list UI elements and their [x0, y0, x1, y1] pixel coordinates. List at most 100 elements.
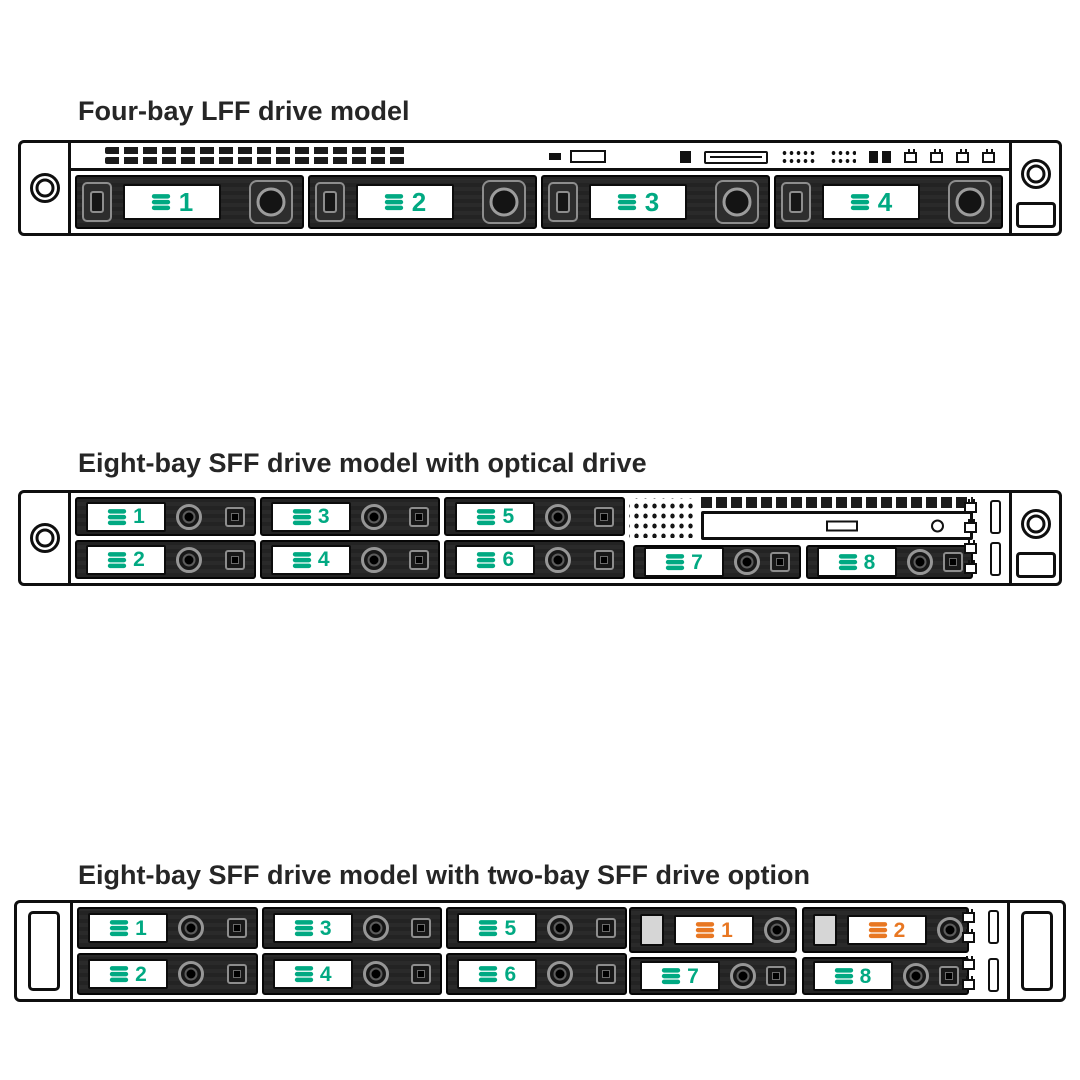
drive-release-button [596, 964, 616, 984]
drive-label-plate: 4 [270, 544, 351, 575]
optical-drive-zone [629, 497, 973, 541]
drive-release-button [411, 918, 432, 938]
drive-latch-icon [764, 917, 790, 943]
thumbscrew-icon [29, 173, 60, 203]
sff-drive-bay-2: 2 [77, 953, 258, 995]
sff-drive-bay-4: 4 [261, 953, 443, 995]
sff-drive-bay-2: 2 [75, 540, 256, 579]
drive-blank-cap [640, 914, 664, 946]
drive-number: 4 [877, 187, 893, 217]
drive-release-button [594, 506, 614, 527]
sff-drive-bay-6: 6 [444, 540, 625, 579]
drive-latch-icon [936, 917, 963, 943]
drive-label-plate: 2 [846, 915, 927, 945]
drive-release-button [942, 552, 963, 572]
disk-stack-icon [834, 968, 853, 985]
optical-drive [701, 511, 973, 540]
usb-port-icon [904, 148, 917, 163]
drive-number: 1 [135, 916, 147, 940]
disk-stack-icon [384, 194, 403, 211]
indicator-icon [549, 153, 561, 160]
drive-number: 4 [317, 548, 330, 571]
sff-drive-bay-7: 7 [633, 545, 801, 579]
drive-number: 6 [502, 548, 515, 571]
usb-port-icon [956, 148, 969, 163]
connector-icon [990, 500, 1001, 534]
vent-grid [105, 147, 405, 165]
server-front-lff: 1 2 3 4 [18, 140, 1062, 236]
sff-drive-bay-2: 2 [801, 907, 969, 953]
drive-latch-icon [902, 963, 929, 989]
drive-latch-icon [547, 915, 574, 941]
right-rack-ear [1007, 903, 1063, 999]
serial-pull-tab [1016, 552, 1056, 578]
drive-label-plate: 1 [86, 501, 166, 532]
drive-number: 2 [133, 548, 145, 571]
left-bezel-ear [21, 143, 71, 233]
drive-release-button [594, 549, 614, 570]
drive-handle [82, 182, 112, 222]
label-dot-pad [629, 498, 693, 538]
drive-latch-icon [176, 546, 202, 573]
drive-label-plate: 1 [674, 915, 754, 945]
sff-drive-bay-1: 1 [75, 497, 256, 536]
lff-drive-bay-1: 1 [75, 175, 304, 229]
drive-release-button [224, 549, 245, 570]
drive-number: 1 [721, 918, 733, 942]
drive-label-plate: 2 [86, 544, 166, 575]
disk-stack-icon [838, 554, 857, 571]
drive-latch-icon [545, 503, 572, 530]
drive-number: 1 [133, 505, 145, 528]
drive-release-button [226, 918, 247, 938]
disk-stack-icon [294, 920, 313, 937]
drive-number: 3 [319, 916, 332, 940]
disk-stack-icon [294, 966, 313, 983]
vent-row [105, 147, 405, 154]
lff-drive-bay-3: 3 [541, 175, 770, 229]
lff-drive-bay-2: 2 [308, 175, 537, 229]
lcd-indicator-icon [570, 150, 606, 163]
drive-release-button [596, 918, 616, 938]
drive-label-plate: 8 [812, 961, 893, 991]
drive-number: 8 [859, 964, 872, 988]
drive-number: 7 [687, 964, 699, 988]
drive-label-plate: 2 [356, 184, 454, 220]
drive-latch-icon [482, 180, 526, 224]
drive-label-plate: 4 [272, 959, 353, 989]
drive-release-button [409, 506, 430, 527]
disk-stack-icon [292, 508, 311, 525]
disk-stack-icon [151, 194, 170, 211]
usb-port-icon [964, 540, 977, 554]
sff-drive-bay-3: 3 [261, 907, 443, 949]
vent-row [701, 497, 973, 508]
serial-pull-tab [1016, 202, 1056, 228]
sff-drive-bay-5: 5 [444, 497, 625, 536]
connector-icon [988, 958, 999, 992]
section-title-sff-two-bay: Eight-bay SFF drive model with two-bay S… [78, 860, 811, 890]
section-title-lff: Four-bay LFF drive model [78, 96, 410, 126]
sff-drive-grid: 1 3 5 2 4 6 [75, 497, 625, 579]
drive-number: 1 [178, 187, 194, 217]
left-rack-ear [17, 903, 73, 999]
drive-label-plate: 7 [640, 961, 720, 991]
drive-handle [315, 182, 345, 222]
usb-port-icon [964, 499, 977, 513]
thumbscrew-icon [1020, 508, 1051, 539]
drive-release-button [766, 966, 786, 986]
drive-number: 3 [317, 505, 330, 528]
drive-number: 2 [135, 962, 147, 986]
rack-ear-handle [27, 911, 60, 991]
sff-drive-bay-3: 3 [259, 497, 441, 536]
drive-label-plate: 6 [455, 544, 536, 575]
label-pad [781, 149, 817, 165]
drive-latch-icon [730, 963, 756, 989]
usb-port-icon [962, 956, 975, 970]
front-io-icons [680, 147, 995, 167]
drive-label-plate: 1 [123, 184, 221, 220]
indicator-icon [680, 151, 691, 163]
disk-stack-icon [479, 966, 498, 983]
